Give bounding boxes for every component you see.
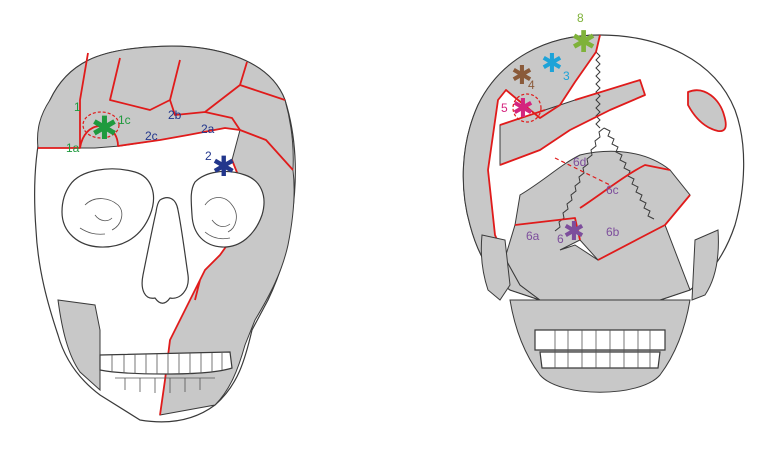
label-8: 8 — [577, 11, 584, 25]
posterior-mastoid-right — [691, 229, 719, 301]
label-1: 1 — [74, 100, 81, 114]
posterior-fracture-lines — [487, 34, 727, 261]
left-orbit — [61, 168, 155, 248]
nasal-aperture — [141, 197, 189, 304]
label-2b: 2b — [168, 108, 182, 122]
fracture-6d-dashed — [554, 157, 611, 186]
frontal-lower-teeth — [115, 377, 215, 393]
right-orbit — [190, 170, 265, 248]
label-2a: 2a — [201, 122, 215, 136]
label-4: 4 — [528, 78, 535, 92]
frontal-skull-view: ✱ ✱ 1 1c 1a 2b 2c 2a 2 — [34, 45, 296, 423]
asterisk-icon: ✱ — [541, 49, 563, 79]
label-2: 2 — [205, 149, 212, 163]
label-5: 5 — [501, 101, 508, 115]
left-orbit-detail — [79, 198, 123, 235]
label-6c: 6c — [606, 183, 619, 197]
impact-5-dashed-ring — [512, 93, 542, 123]
asterisk-icon: ✱ — [91, 109, 118, 147]
posterior-skull-view: ✱ ✱ ✱ ✱ ✱ 8 3 4 5 6d 6c 6a 6 6b — [462, 11, 745, 393]
posterior-teeth — [534, 329, 666, 369]
posterior-mastoid-left — [480, 234, 511, 301]
frontal-fracture-lines — [38, 52, 294, 416]
label-2c: 2c — [145, 129, 158, 143]
impact-1-dashed-ring — [82, 111, 120, 139]
label-1c: 1c — [118, 113, 131, 127]
label-6: 6 — [557, 232, 564, 246]
asterisk-icon: ✱ — [512, 94, 534, 124]
label-6d: 6d — [573, 155, 586, 169]
label-1a: 1a — [66, 141, 80, 155]
asterisk-icon: ✱ — [212, 150, 235, 183]
asterisk-icon: ✱ — [563, 217, 585, 247]
label-3: 3 — [563, 69, 570, 83]
asterisk-icon: ✱ — [511, 61, 533, 91]
right-orbit-detail — [204, 197, 237, 240]
frontal-upper-teeth — [99, 351, 233, 375]
asterisk-icon: ✱ — [571, 25, 596, 60]
label-6b: 6b — [606, 225, 620, 239]
label-6a: 6a — [526, 229, 540, 243]
